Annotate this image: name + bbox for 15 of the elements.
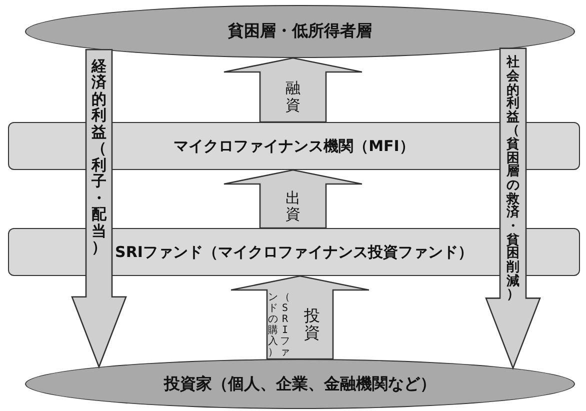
edge-label: 社会的利益（貧困層の救済・貧困削減）	[506, 56, 520, 302]
edge-label: 融資	[286, 80, 300, 114]
block-arrow	[223, 169, 363, 229]
edge-label: 経済的利益（利子・配当）	[92, 58, 106, 256]
node-label: 貧困層・低所得者層	[228, 21, 372, 42]
note-text: （SRIファンドの購入）	[268, 292, 290, 359]
block-arrow	[71, 48, 127, 369]
node-label: マイクロファイナンス機関（MFI）	[174, 136, 414, 156]
block-arrow	[230, 275, 370, 360]
node-label: 投資家（個人、企業、金融機関など）	[164, 374, 436, 394]
edge-label: 投資	[304, 306, 320, 342]
block-arrow	[223, 57, 363, 123]
block-arrow	[485, 48, 541, 370]
edge-label: 出資	[286, 190, 300, 222]
node-label: SRIファンド（マイクロファイナンス投資ファンド）	[115, 242, 473, 262]
